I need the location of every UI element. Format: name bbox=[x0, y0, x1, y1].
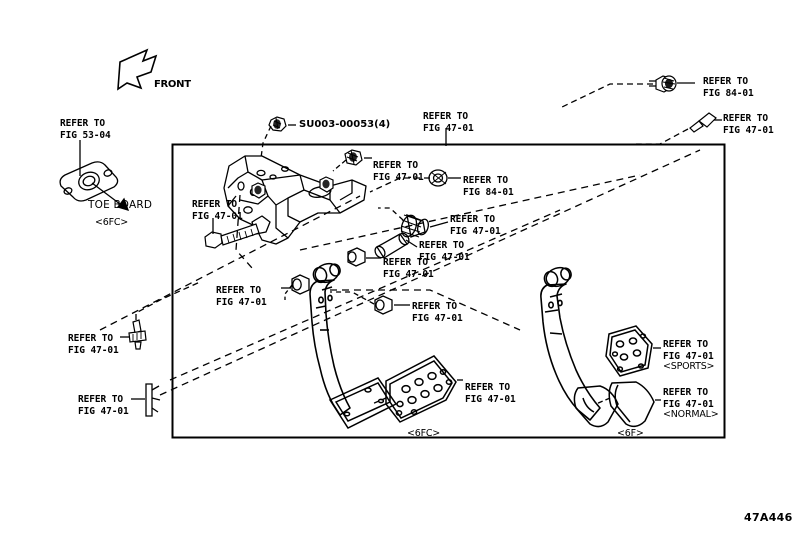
right-pedal-variant: <6F> bbox=[617, 428, 644, 439]
callout-line-1: REFER TO bbox=[463, 175, 508, 186]
callout-line-1: REFER TO bbox=[60, 118, 105, 129]
callout-line-1: REFER TO bbox=[450, 214, 495, 225]
leader-boot bbox=[429, 221, 449, 228]
left-pedal-arm bbox=[309, 279, 351, 416]
callout-line-2: FIG 47-01 bbox=[663, 350, 714, 362]
part-number-su003: SU003-00053(4) bbox=[299, 119, 391, 130]
callout-line-2: FIG 47-01 bbox=[423, 122, 474, 134]
normal-variant-label: <NORMAL> bbox=[663, 409, 719, 420]
bracket-bolt-center bbox=[251, 182, 266, 199]
dash-stop-switch bbox=[330, 291, 375, 305]
lower-left-clip bbox=[145, 383, 161, 417]
leader-su003-dash bbox=[260, 125, 272, 159]
left-pedal-variant: <6FC> bbox=[407, 428, 441, 439]
right-pedal-arm bbox=[540, 283, 601, 421]
callout-line-1: REFER TO bbox=[419, 240, 464, 251]
bracket-bolt-upper bbox=[344, 149, 363, 166]
push-rod-boot bbox=[400, 213, 430, 238]
push-rod bbox=[374, 232, 410, 259]
callout-line-2: FIG 84-01 bbox=[703, 87, 754, 99]
callout-line-1: REFER TO bbox=[465, 382, 510, 393]
toe-board-variant: <6FC> bbox=[95, 217, 129, 228]
callout-line-2: FIG 47-01 bbox=[663, 398, 714, 410]
left-pedal-pivot-head bbox=[312, 262, 341, 284]
leader-push-rod bbox=[405, 239, 418, 248]
dash-pivot bbox=[284, 284, 293, 300]
right-pedal-pivot-head bbox=[543, 266, 572, 288]
fig4701-pin-part bbox=[689, 112, 717, 133]
callout-line-2: FIG 47-01 bbox=[412, 312, 463, 324]
sports-variant-label: <SPORTS> bbox=[663, 361, 715, 372]
callout-line-1: REFER TO bbox=[383, 257, 428, 268]
figure-code: 47A446 bbox=[744, 511, 793, 524]
callout-line-1: REFER TO bbox=[723, 113, 768, 124]
dash-bracket-bolt bbox=[332, 159, 347, 172]
callout-line-2: FIG 47-01 bbox=[465, 393, 516, 405]
callout-line-1: REFER TO bbox=[663, 387, 708, 398]
long-bolt-part bbox=[204, 223, 260, 249]
dash-lower-left-screw bbox=[135, 281, 201, 320]
toe-board-bracket bbox=[59, 161, 119, 202]
dash-fig4701-topright bbox=[636, 128, 689, 145]
callout-line-2: FIG 84-01 bbox=[463, 186, 514, 198]
clevis-bushing bbox=[347, 247, 366, 267]
callout-line-2: FIG 47-01 bbox=[419, 251, 470, 263]
callout-line-2: FIG 47-01 bbox=[216, 296, 267, 308]
left-pedal-rubber-pad bbox=[385, 355, 457, 423]
callout-line-2: FIG 53-04 bbox=[60, 129, 111, 141]
callout-line-1: REFER TO bbox=[192, 199, 237, 210]
callout-line-2: FIG 47-01 bbox=[68, 344, 119, 356]
toe-board-label: TOE BOARD bbox=[88, 199, 153, 211]
callout-line-2: FIG 47-01 bbox=[383, 268, 434, 280]
su003-nut bbox=[268, 116, 287, 132]
callout-line-1: REFER TO bbox=[412, 301, 457, 312]
dash-fig8401-top bbox=[561, 83, 653, 108]
callout-line-1: REFER TO bbox=[68, 333, 113, 344]
assembly-guide-lines bbox=[99, 149, 701, 396]
pedal-pivot-bushing bbox=[291, 274, 310, 295]
dash-normal-pad bbox=[595, 397, 611, 405]
fig8401-sensor-part bbox=[649, 75, 677, 93]
callout-line-1: REFER TO bbox=[423, 111, 468, 122]
callout-line-1: REFER TO bbox=[663, 339, 708, 350]
sports-pedal-pad bbox=[605, 325, 653, 377]
leader-toe-board bbox=[91, 182, 130, 211]
diagram-frame bbox=[171, 143, 726, 439]
callout-line-1: REFER TO bbox=[216, 285, 261, 296]
dash-left-pad bbox=[371, 397, 387, 405]
lower-left-screw bbox=[128, 319, 147, 350]
callout-line-1: REFER TO bbox=[78, 394, 123, 405]
callout-line-2: FIG 47-01 bbox=[373, 171, 424, 183]
callout-line-2: FIG 47-01 bbox=[723, 124, 774, 136]
callout-line-1: REFER TO bbox=[373, 160, 418, 171]
bracket-bolt-right bbox=[319, 176, 334, 193]
front-arrow-label: FRONT bbox=[154, 79, 191, 90]
callout-line-2: FIG 47-01 bbox=[192, 210, 243, 222]
front-arrow-icon bbox=[117, 48, 158, 91]
callout-line-1: REFER TO bbox=[703, 76, 748, 87]
stop-switch-bushing bbox=[374, 295, 393, 315]
dash-fig8401-mid bbox=[369, 177, 430, 193]
callout-line-2: FIG 47-01 bbox=[78, 405, 129, 417]
callout-line-2: FIG 47-01 bbox=[450, 225, 501, 237]
normal-pedal-pad bbox=[608, 381, 655, 428]
